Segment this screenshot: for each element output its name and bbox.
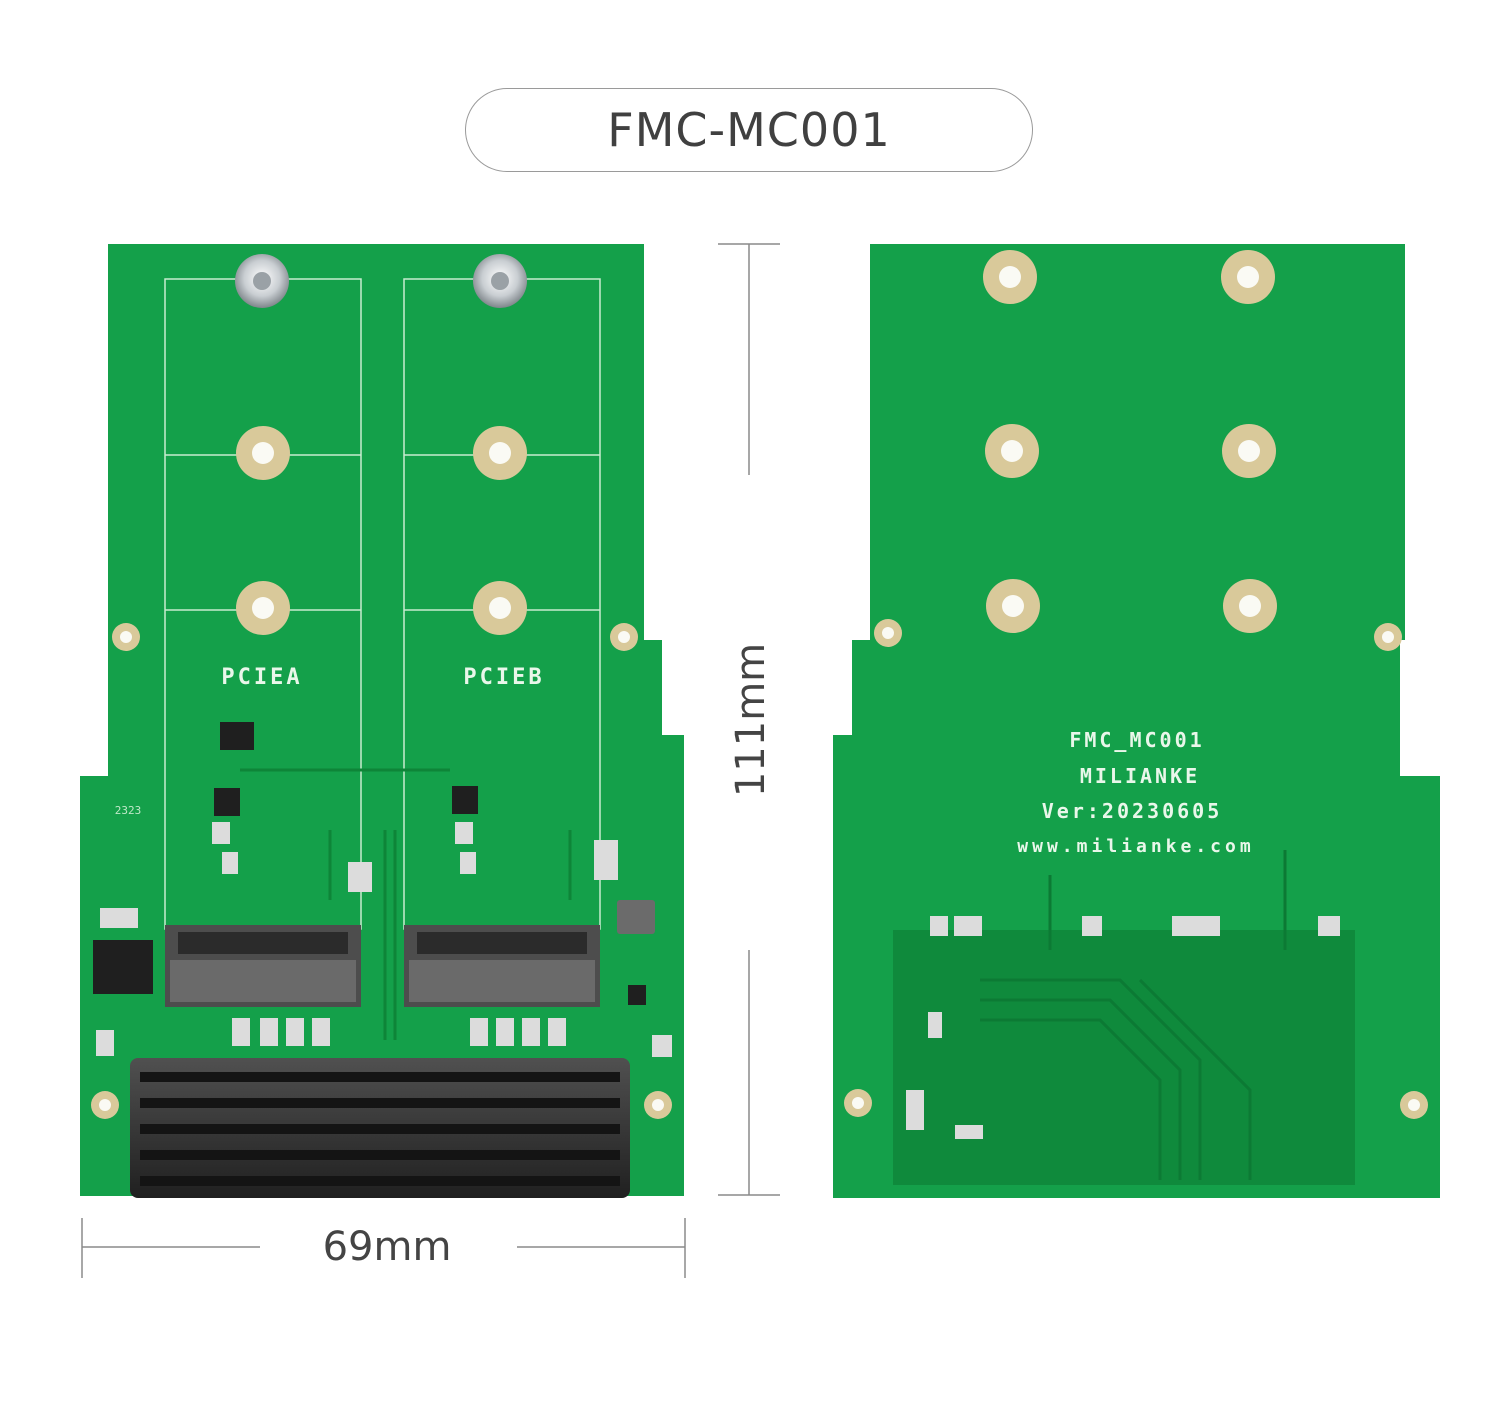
title-badge: FMC-MC001 xyxy=(465,88,1033,172)
m2-connector-b xyxy=(404,925,600,1007)
date-code: 2323 xyxy=(115,804,142,817)
height-dimension xyxy=(718,243,780,1196)
m2-connector-a xyxy=(165,925,361,1007)
back-model-label: FMC_MC001 xyxy=(1069,728,1204,752)
product-title: FMC-MC001 xyxy=(607,103,891,157)
width-dimension xyxy=(81,1218,686,1278)
ground-plane xyxy=(893,930,1355,1185)
fmc-connector xyxy=(130,1058,630,1198)
components xyxy=(93,722,655,1005)
front-board: PCIEA PCIEB 2323 xyxy=(80,244,684,1198)
width-label: 69mm xyxy=(323,1224,452,1270)
back-version-label: Ver:20230605 xyxy=(1042,799,1223,823)
screw-standoffs xyxy=(235,254,527,308)
slot-b-label: PCIEB xyxy=(463,665,544,690)
slot-a-label: PCIEA xyxy=(221,665,302,690)
height-label: 111mm xyxy=(728,643,774,797)
back-brand-label: MILIANKE xyxy=(1080,764,1200,788)
front-pcb xyxy=(80,244,684,1196)
back-url-label: www.milianke.com xyxy=(1017,836,1254,857)
back-board: FMC_MC001 MILIANKE Ver:20230605 www.mili… xyxy=(833,244,1440,1198)
